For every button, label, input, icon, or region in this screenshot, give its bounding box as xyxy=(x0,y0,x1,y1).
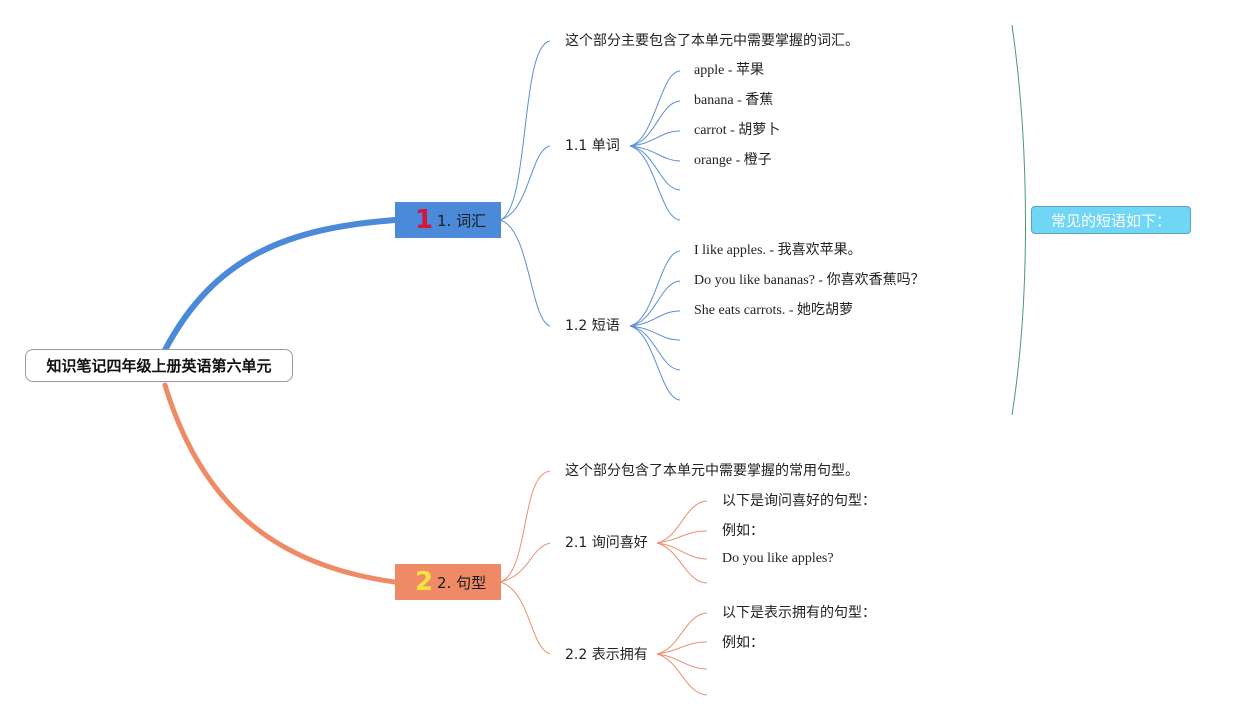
branch-vocab-label: 1. 词汇 xyxy=(437,211,487,230)
phrase-item[interactable]: I like apples. - 我喜欢苹果。 xyxy=(694,243,862,258)
word-item[interactable]: orange - 橙子 xyxy=(694,153,772,168)
vocab-intro[interactable]: 这个部分主要包含了本单元中需要掌握的词汇。 xyxy=(565,33,859,49)
word-item[interactable]: apple - 苹果 xyxy=(694,63,764,78)
branch-vocab[interactable]: 1 1. 词汇 xyxy=(395,202,501,238)
root-topic[interactable]: 知识笔记四年级上册英语第六单元 xyxy=(25,349,293,382)
branch-sentences-label: 2. 句型 xyxy=(437,573,487,592)
word-item[interactable]: carrot - 胡萝卜 xyxy=(694,123,781,138)
subtopic-words[interactable]: 1.1 单词 xyxy=(565,138,620,154)
summary-topic[interactable]: 常见的短语如下： xyxy=(1031,206,1191,234)
subtopic-expressing-possession[interactable]: 2.2 表示拥有 xyxy=(565,647,648,663)
subtopic-asking-preferences[interactable]: 2.1 询问喜好 xyxy=(565,535,648,551)
pattern-item[interactable]: 例如： xyxy=(722,635,764,651)
pattern-item[interactable]: 以下是表示拥有的句型： xyxy=(722,605,876,621)
number-one-icon: 1 xyxy=(415,205,434,235)
branch-connector-vocab xyxy=(162,217,398,353)
pattern-item[interactable]: 以下是询问喜好的句型： xyxy=(722,493,876,509)
branch-sentences[interactable]: 2 2. 句型 xyxy=(395,564,501,600)
word-item[interactable]: banana - 香蕉 xyxy=(694,93,774,108)
sentences-intro[interactable]: 这个部分包含了本单元中需要掌握的常用句型。 xyxy=(565,463,859,479)
pattern-item[interactable]: 例如： xyxy=(722,523,764,539)
subtopic-phrases[interactable]: 1.2 短语 xyxy=(565,318,620,334)
branch-connector-sentences xyxy=(162,382,398,585)
number-two-icon: 2 xyxy=(415,567,434,597)
phrase-item[interactable]: She eats carrots. - 她吃胡萝 xyxy=(694,303,854,318)
pattern-item[interactable]: Do you like apples? xyxy=(722,551,834,566)
summary-bracket xyxy=(1011,24,1026,416)
phrase-item[interactable]: Do you like bananas? - 你喜欢香蕉吗？ xyxy=(694,273,925,288)
